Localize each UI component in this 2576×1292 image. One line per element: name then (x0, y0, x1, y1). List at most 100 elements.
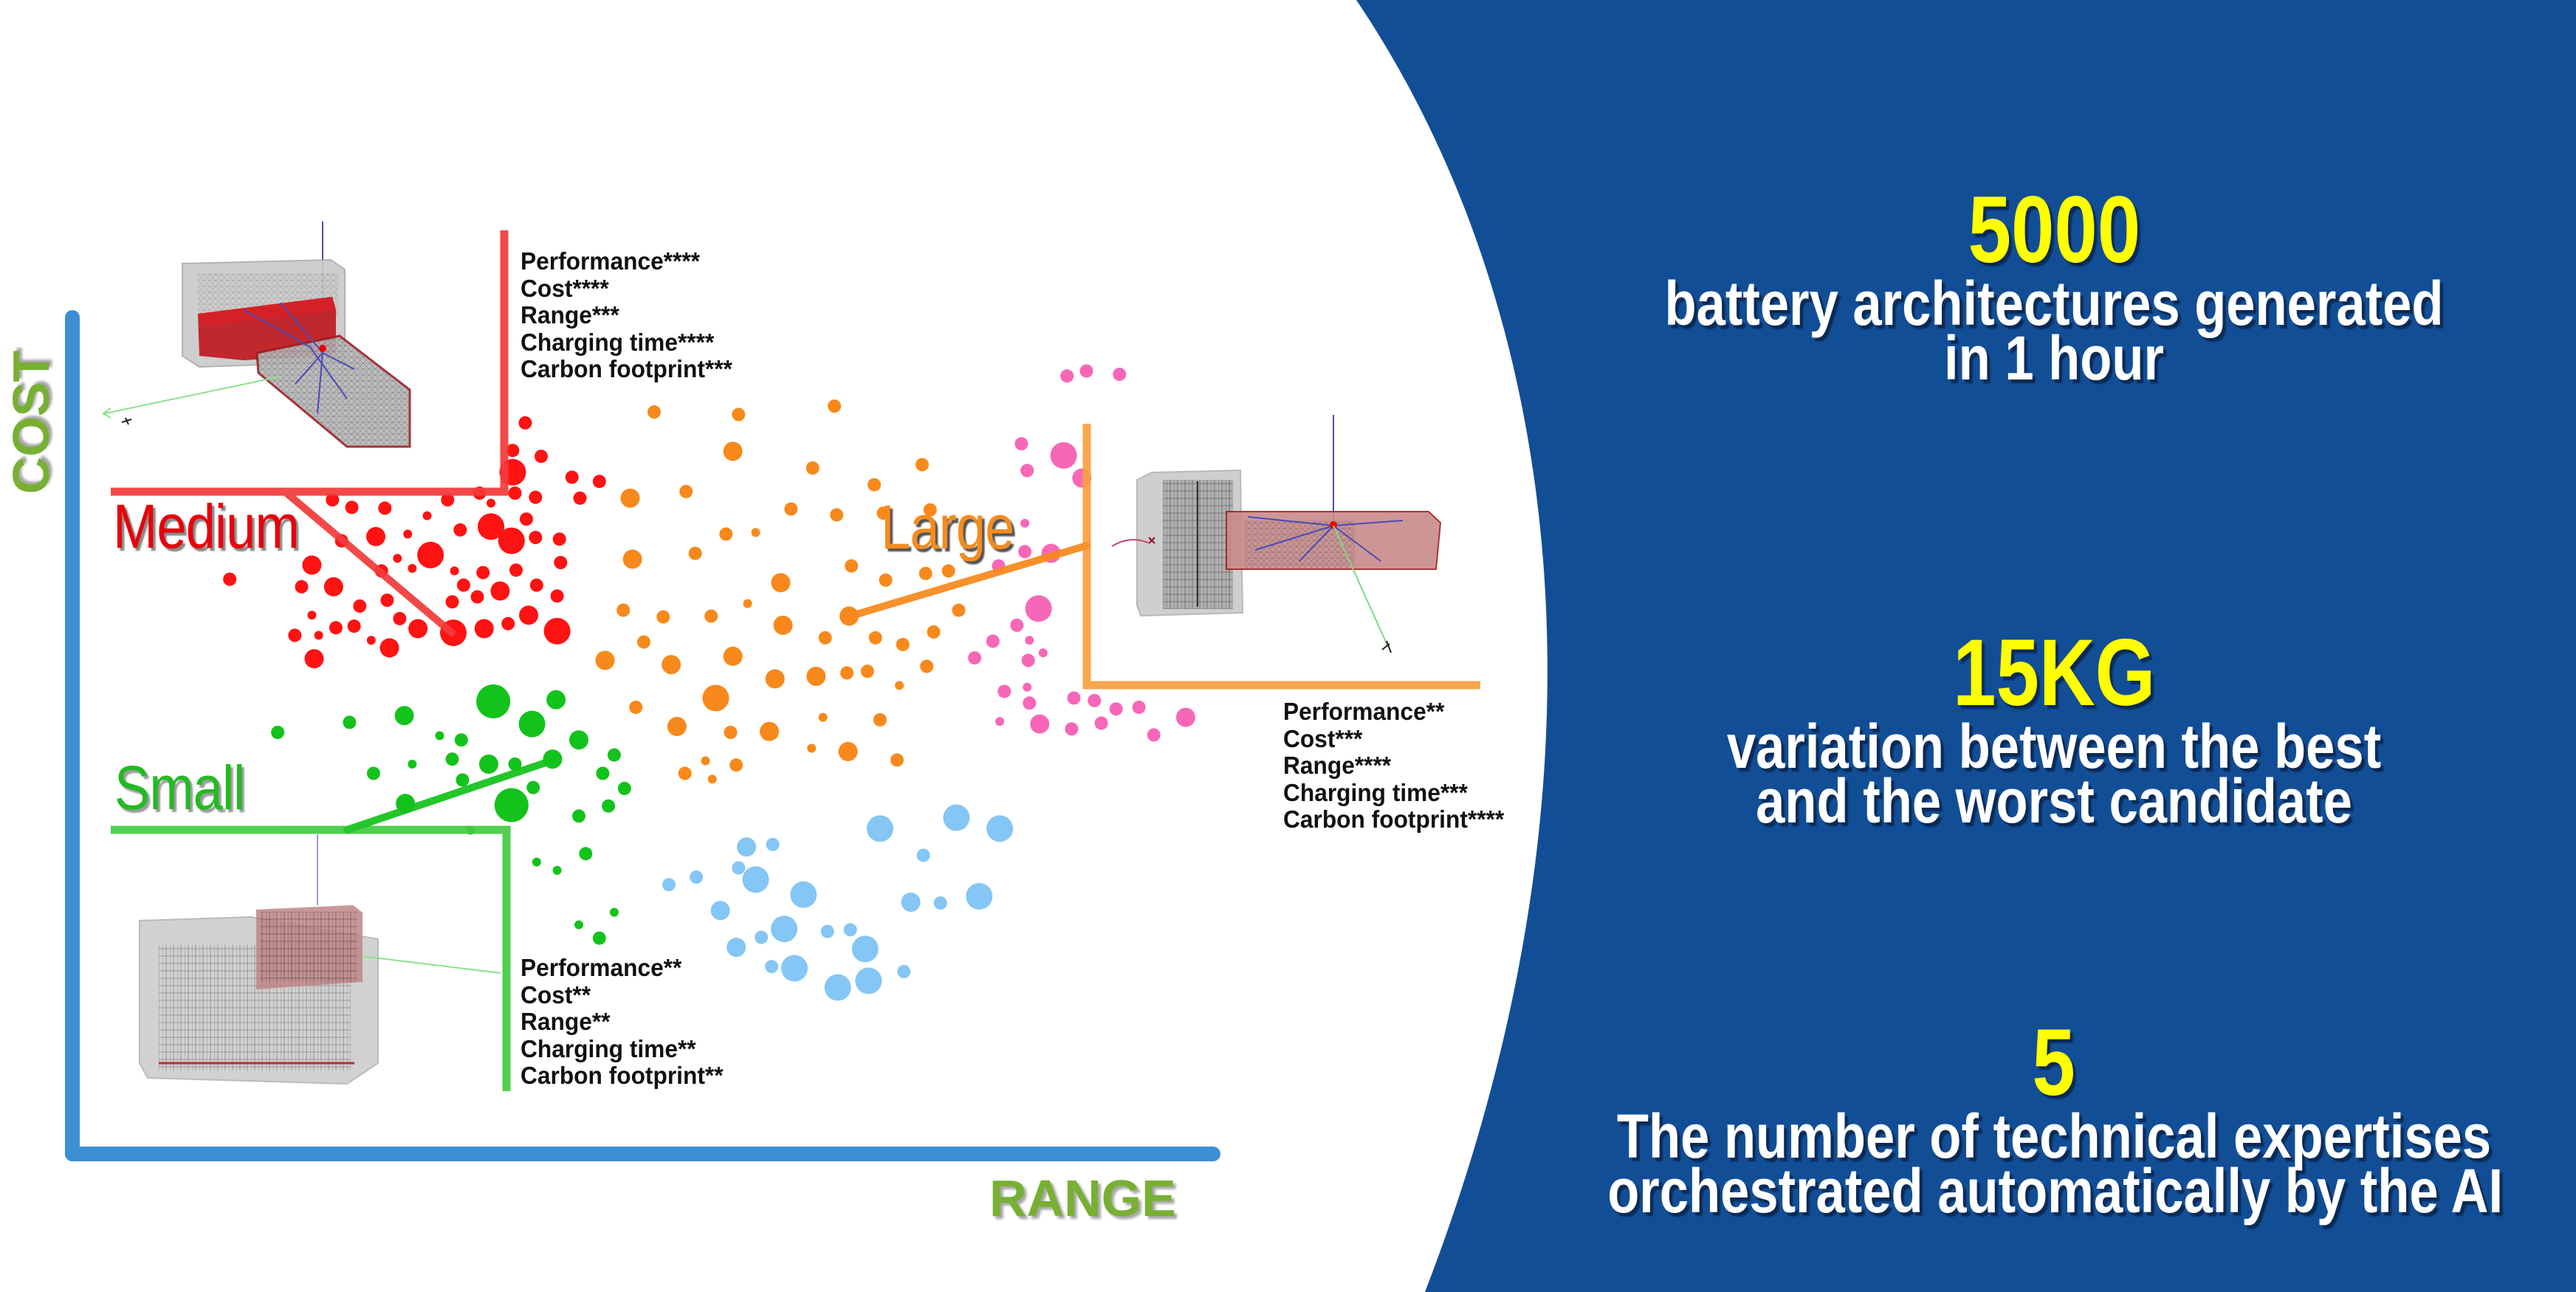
data-point (704, 609, 718, 623)
spec-charging-time: Charging time**** (521, 328, 715, 356)
data-point (403, 529, 413, 539)
stat-value: 5 (2032, 1010, 2076, 1116)
data-point (943, 804, 970, 831)
bracket-large (845, 424, 1480, 690)
data-point (897, 965, 911, 978)
specs-medium: Performance**** Cost**** Range*** Chargi… (521, 247, 741, 383)
data-point (807, 743, 817, 753)
data-point (824, 974, 851, 1001)
data-point (806, 667, 826, 687)
stat-expertises: 5 The number of technical expertises orc… (1522, 1010, 2576, 1226)
data-point (995, 717, 1005, 726)
data-point (518, 416, 532, 430)
stat-description-line: orchestrated automatically by the AI (1607, 1156, 2504, 1226)
data-point (616, 603, 631, 617)
stats-panel-background (1356, 0, 2576, 1292)
scatter-points (223, 364, 1195, 1001)
data-point (592, 475, 606, 489)
data-point (840, 666, 854, 680)
data-point (552, 865, 562, 875)
data-point (732, 408, 746, 422)
data-point (271, 726, 285, 739)
data-point (637, 635, 650, 649)
data-point (518, 710, 546, 738)
data-point (366, 526, 385, 546)
data-point (843, 923, 857, 937)
data-point (592, 931, 606, 945)
category-label-medium: Medium (113, 492, 300, 561)
data-point (596, 766, 610, 780)
data-point (326, 493, 340, 506)
specs-small: Performance** Cost** Range** Charging ti… (521, 954, 732, 1090)
data-point (554, 556, 568, 569)
data-point (609, 907, 619, 917)
spec-carbon-footprint: Carbon footprint** (521, 1062, 724, 1089)
bracket-small (111, 757, 556, 1091)
data-point (732, 861, 746, 875)
bracket-medium (111, 230, 509, 636)
data-point (851, 935, 879, 963)
data-point (1018, 545, 1032, 559)
data-point (1113, 368, 1127, 381)
data-point (1020, 464, 1034, 478)
data-point (347, 619, 361, 633)
data-point (353, 599, 367, 613)
data-point (366, 636, 376, 645)
data-point (918, 566, 932, 580)
data-point (742, 866, 769, 893)
data-point (701, 756, 710, 766)
data-point (617, 781, 631, 795)
spec-performance: Performance**** (521, 247, 700, 275)
spec-performance: Performance** (521, 954, 682, 981)
stat-architectures: 5000 battery architectures generated in … (1522, 183, 2576, 390)
data-point (1020, 518, 1030, 528)
series-cluster-3 (662, 804, 1014, 1001)
data-point (506, 444, 520, 458)
data-point (766, 837, 780, 851)
data-point (1147, 728, 1161, 742)
data-point (1067, 691, 1081, 705)
data-point (307, 611, 317, 620)
data-point (302, 555, 322, 575)
data-point (868, 630, 882, 645)
data-point (997, 684, 1011, 698)
leader-small (343, 757, 556, 834)
data-point (879, 573, 893, 587)
data-point (343, 715, 357, 729)
data-point (723, 646, 743, 666)
data-point (529, 578, 543, 592)
spec-range: Range**** (1283, 752, 1392, 779)
stat-value: 15KG (1952, 620, 2156, 726)
data-point (445, 595, 459, 609)
data-point (916, 458, 929, 472)
series-medium (223, 416, 606, 669)
leader-large (845, 542, 1090, 620)
data-point (1010, 618, 1024, 632)
data-point (1132, 701, 1146, 714)
data-point (727, 938, 746, 958)
data-point (1023, 696, 1037, 710)
spec-range: Range*** (521, 301, 619, 329)
data-point (828, 399, 842, 413)
stat-description-line: and the worst candidate (1756, 766, 2352, 836)
data-point (771, 573, 791, 593)
data-point (952, 603, 966, 617)
data-point (760, 721, 779, 741)
data-point (1023, 682, 1032, 692)
data-point (662, 655, 681, 675)
data-point (519, 512, 533, 526)
data-point (422, 511, 432, 520)
data-point (380, 594, 394, 607)
data-point (806, 461, 820, 475)
data-point (820, 924, 834, 938)
data-point (408, 760, 417, 769)
data-point (690, 870, 704, 884)
data-point (927, 625, 941, 639)
data-point (868, 478, 882, 492)
data-point (860, 664, 874, 678)
data-point (724, 726, 738, 739)
specs-large: Performance** Cost*** Range**** Charging… (1283, 698, 1514, 834)
data-point (393, 611, 407, 625)
data-point (529, 531, 543, 544)
